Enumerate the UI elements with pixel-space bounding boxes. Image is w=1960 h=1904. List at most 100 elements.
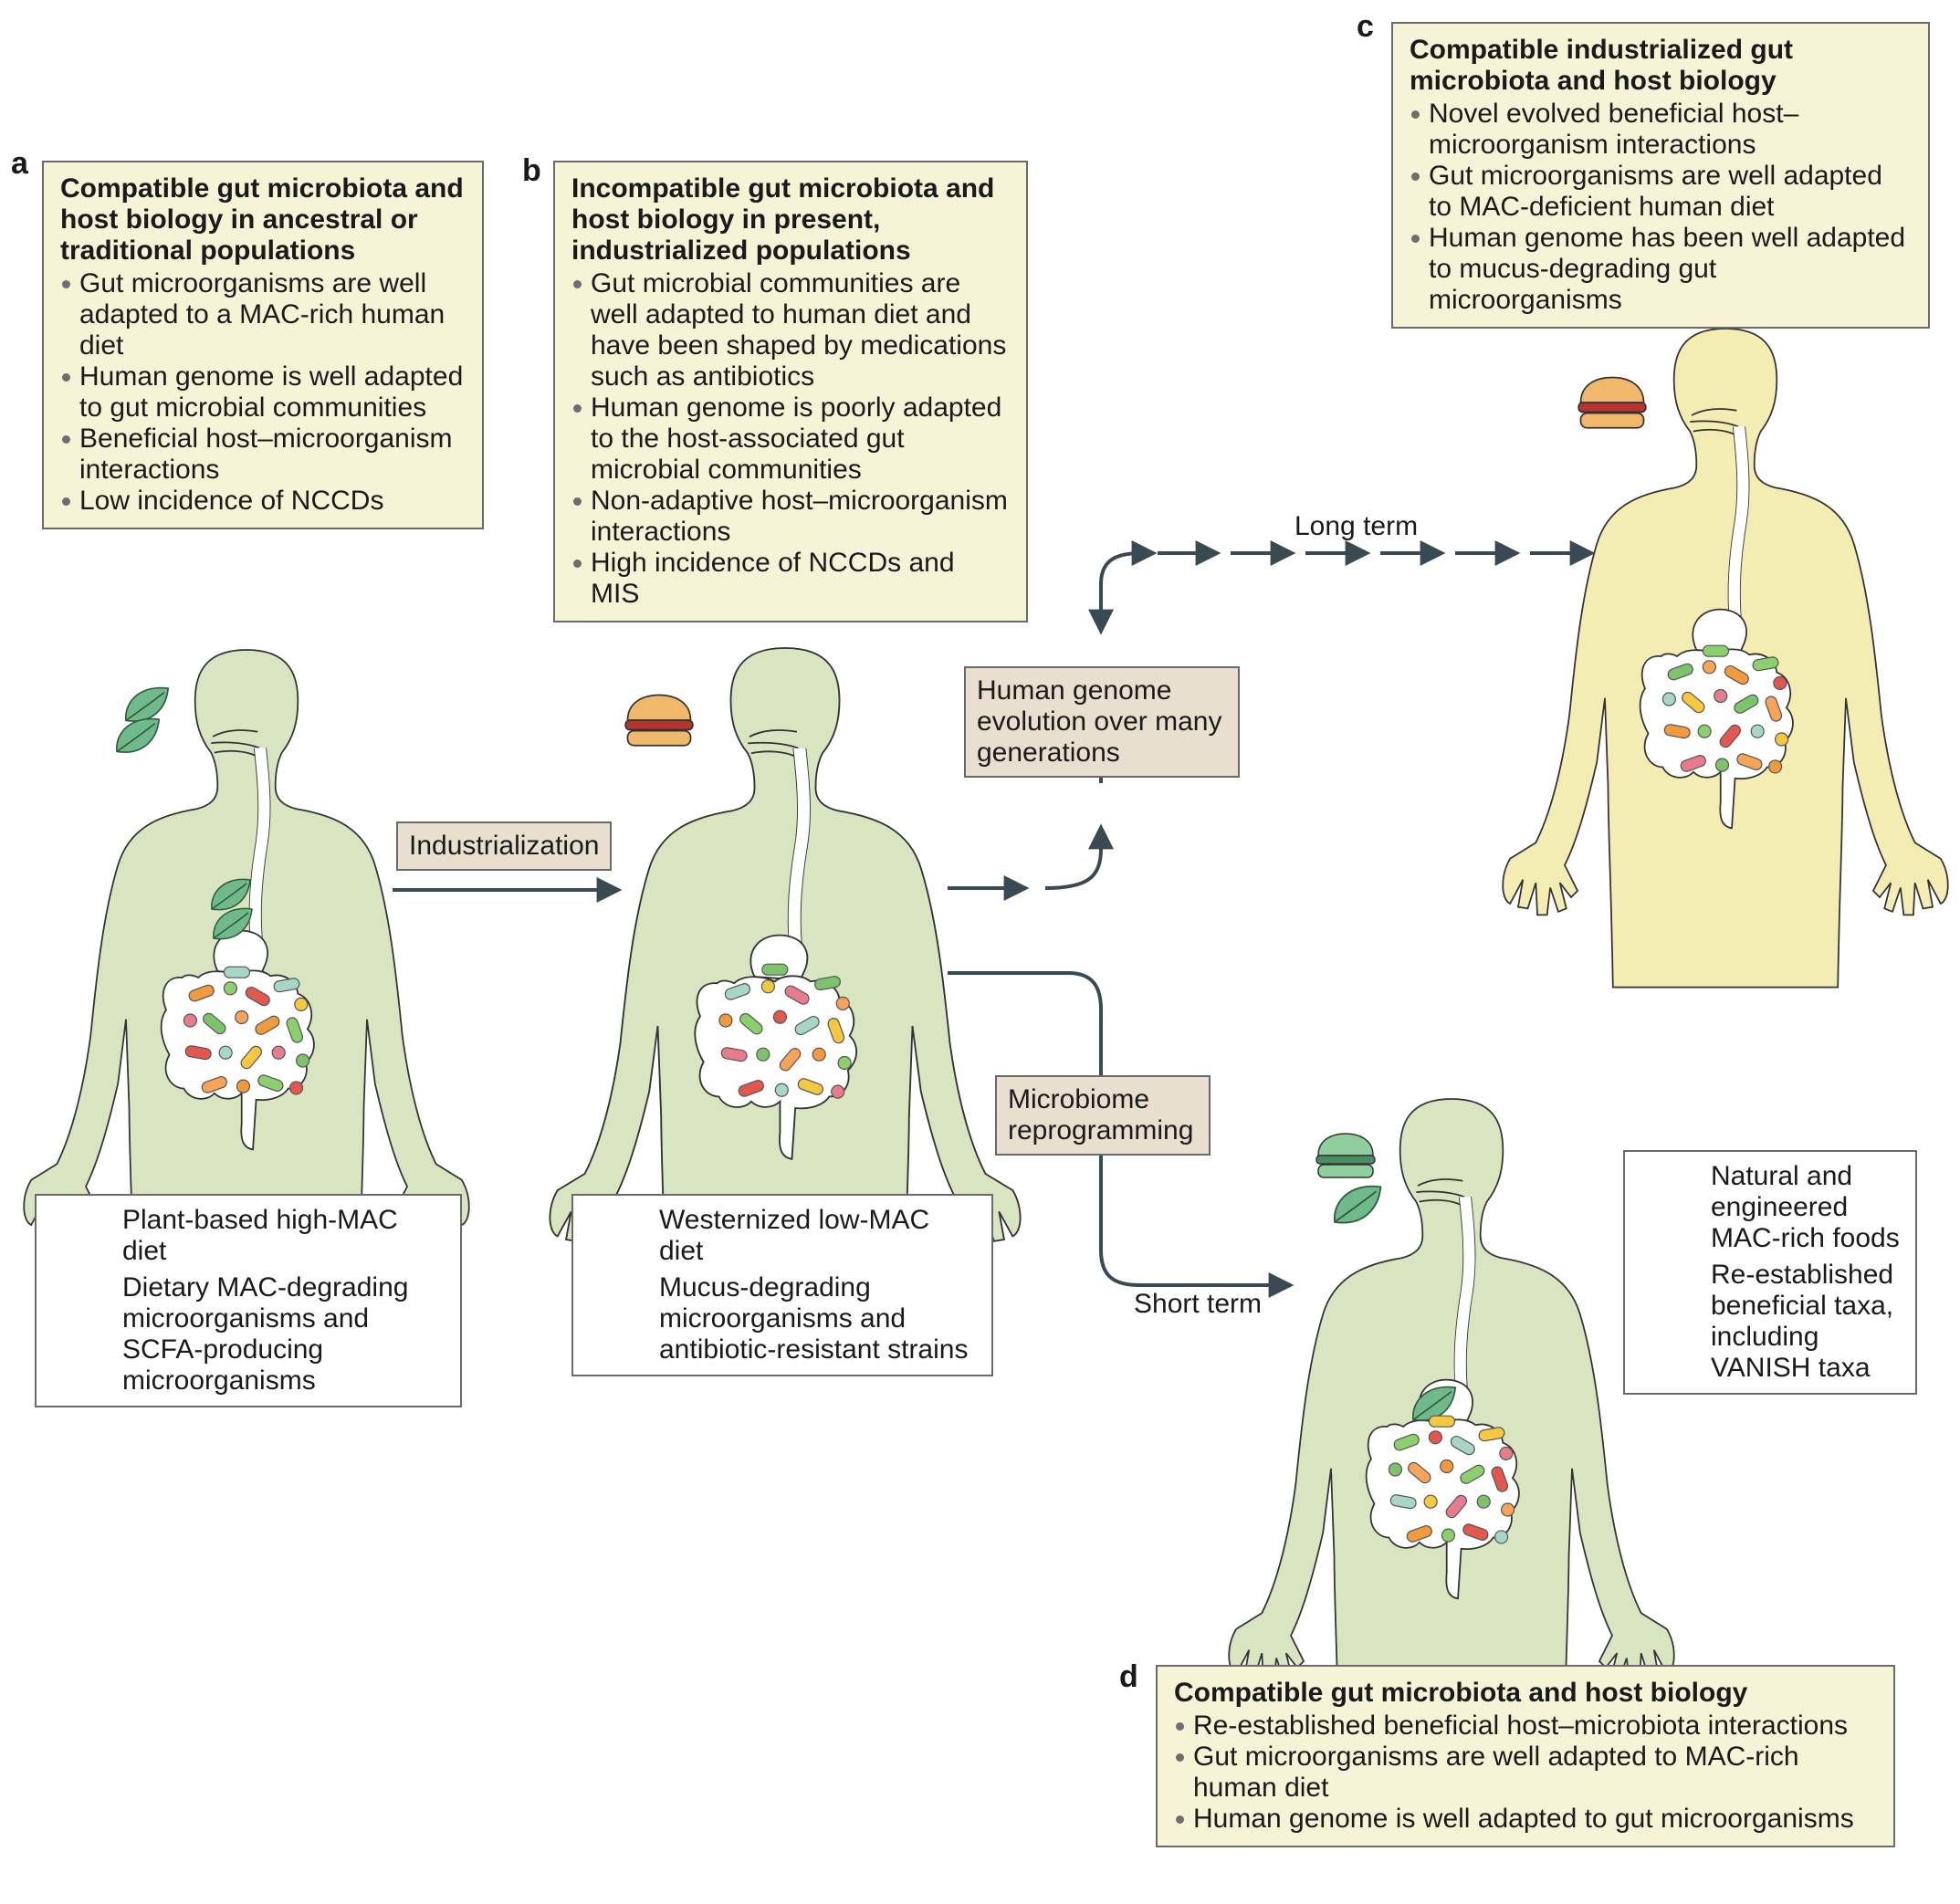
microbes-icon xyxy=(51,1272,110,1318)
burger-icon xyxy=(588,1205,646,1250)
rod-microbe xyxy=(797,1078,824,1095)
rod-microbe xyxy=(203,1012,226,1035)
rod-microbe xyxy=(273,978,300,993)
cocci-microbe xyxy=(271,1045,286,1060)
legend-d-text: Re-established beneficial taxa, includin… xyxy=(1711,1260,1894,1383)
rod-microbe xyxy=(1765,696,1783,722)
cocci-microbe xyxy=(288,1081,304,1095)
rod-microbe xyxy=(739,1012,763,1035)
cocci-microbe xyxy=(1773,675,1787,691)
arrow-long-term-path xyxy=(948,540,1596,901)
rod-microbe xyxy=(761,963,789,976)
cocci-microbe xyxy=(835,996,850,1011)
legend-d-row: Re-established beneficial taxa, includin… xyxy=(1640,1260,1901,1384)
rod-microbe xyxy=(1450,1435,1475,1456)
short-term-label: Short term xyxy=(1134,1289,1263,1319)
legend-d-text: Natural and engineered MAC-rich foods xyxy=(1711,1161,1900,1253)
cocci-microbe xyxy=(218,1045,233,1060)
info-box-b: Incompatible gut microbiota and host bio… xyxy=(553,161,1028,622)
info-box-a: Compatible gut microbiota and host biolo… xyxy=(42,161,484,529)
rod-microbe xyxy=(201,1076,227,1093)
leaf-icon xyxy=(51,1205,110,1250)
cocci-microbe xyxy=(236,1079,251,1093)
info-box-d-title: Compatible gut microbiota and host biolo… xyxy=(1174,1678,1748,1708)
cocci-microbe xyxy=(1702,660,1717,675)
cocci-microbe xyxy=(183,1013,197,1028)
burger-icon-c-mouth xyxy=(1577,376,1647,429)
cocci-microbe xyxy=(1774,732,1789,747)
legend-b-text: Mucus-degrading microorganisms and antib… xyxy=(659,1272,969,1365)
rod-microbe xyxy=(779,1048,802,1072)
cocci-microbe xyxy=(1388,1462,1403,1477)
cocci-microbe xyxy=(235,1010,249,1025)
info-box-c-bullet: Novel evolved beneficial host–microorgan… xyxy=(1410,99,1912,161)
cocci-microbe xyxy=(774,1083,789,1097)
rod-microbe xyxy=(1393,1433,1420,1451)
info-box-a-bullet: Human genome is well adapted to gut micr… xyxy=(60,361,466,424)
cocci-microbe xyxy=(1440,1459,1454,1474)
legend-a-text: Plant-based high-MAC diet xyxy=(122,1205,398,1266)
cocci-microbe xyxy=(294,997,309,1012)
genome-evolution-tag: Human genome evolution over many generat… xyxy=(964,666,1240,778)
human-figure-c xyxy=(1502,328,1949,989)
info-box-d-bullet: Human genome is well adapted to gut micr… xyxy=(1174,1804,1877,1835)
info-box-c: Compatible industrialized gut microbiota… xyxy=(1391,22,1930,329)
rod-microbe xyxy=(1389,1494,1417,1510)
rod-microbe xyxy=(1736,753,1763,770)
panel-letter-b: b xyxy=(522,153,541,188)
rod-microbe xyxy=(1491,1466,1509,1492)
info-box-d-bullet: Re-established beneficial host–microbiot… xyxy=(1174,1710,1877,1742)
legend-a-text: Dietary MAC-degrading microorganisms and… xyxy=(122,1272,409,1396)
legend-a-row: Dietary MAC-degrading microorganisms and… xyxy=(51,1272,445,1397)
rod-microbe xyxy=(1752,656,1779,672)
arrow-short-term-path xyxy=(948,971,1294,1298)
human-figure-d xyxy=(1228,1098,1675,1759)
info-box-b-bullet: Non-adaptive host–microorganism interact… xyxy=(571,486,1010,548)
cocci-microbe xyxy=(1714,688,1728,704)
panel-letter-a: a xyxy=(11,146,28,181)
rod-microbe xyxy=(814,976,841,991)
cocci-microbe xyxy=(1714,758,1730,772)
rod-microbe xyxy=(1680,755,1706,772)
long-term-label: Long term xyxy=(1294,511,1419,541)
panel-letter-d: d xyxy=(1119,1659,1138,1694)
info-box-a-title: Compatible gut microbiota and host biolo… xyxy=(60,173,464,266)
cocci-microbe xyxy=(1500,1502,1515,1517)
rod-microbe xyxy=(245,986,270,1007)
greenburger-icon xyxy=(1640,1161,1698,1252)
rod-microbe xyxy=(784,985,810,1005)
rod-microbe xyxy=(1719,724,1742,748)
rod-microbe xyxy=(1428,1415,1456,1428)
rod-microbe xyxy=(1667,663,1693,681)
legend-b: Westernized low-MAC diet Mucus-degrading… xyxy=(571,1194,993,1376)
rod-microbe xyxy=(794,1015,820,1036)
rod-microbe xyxy=(255,1015,280,1035)
info-box-d: Compatible gut microbiota and host biolo… xyxy=(1156,1665,1895,1847)
rod-microbe xyxy=(1663,724,1691,739)
cocci-microbe xyxy=(718,1013,733,1028)
legend-a: Plant-based high-MAC diet Dietary MAC-de… xyxy=(35,1194,462,1407)
gut-microbes xyxy=(183,644,1789,1544)
rod-microbe xyxy=(1478,1427,1505,1442)
info-box-b-bullet: High incidence of NCCDs and MIS xyxy=(571,548,1010,610)
rod-microbe xyxy=(286,1017,304,1043)
cocci-microbe xyxy=(296,1053,310,1068)
cocci-microbe xyxy=(223,981,237,996)
rod-microbe xyxy=(223,966,251,978)
cocci-microbe xyxy=(1423,1494,1438,1509)
legend-a-row: Plant-based high-MAC diet xyxy=(51,1205,445,1267)
cocci-microbe xyxy=(1697,724,1712,738)
cocci-microbe xyxy=(756,1047,770,1062)
cocci-microbe xyxy=(1661,692,1677,706)
legend-b-text: Westernized low-MAC diet xyxy=(659,1205,930,1266)
rod-microbe xyxy=(1445,1494,1468,1519)
rod-microbe xyxy=(1460,1464,1485,1484)
microbes-icon xyxy=(588,1272,646,1318)
microbes-icon xyxy=(1640,1260,1698,1305)
info-box-a-bullet: Low incidence of NCCDs xyxy=(60,486,466,517)
info-box-d-bullet: Gut microorganisms are well adapted to M… xyxy=(1174,1742,1877,1804)
cocci-microbe xyxy=(1476,1494,1491,1509)
rod-microbe xyxy=(188,984,215,1002)
